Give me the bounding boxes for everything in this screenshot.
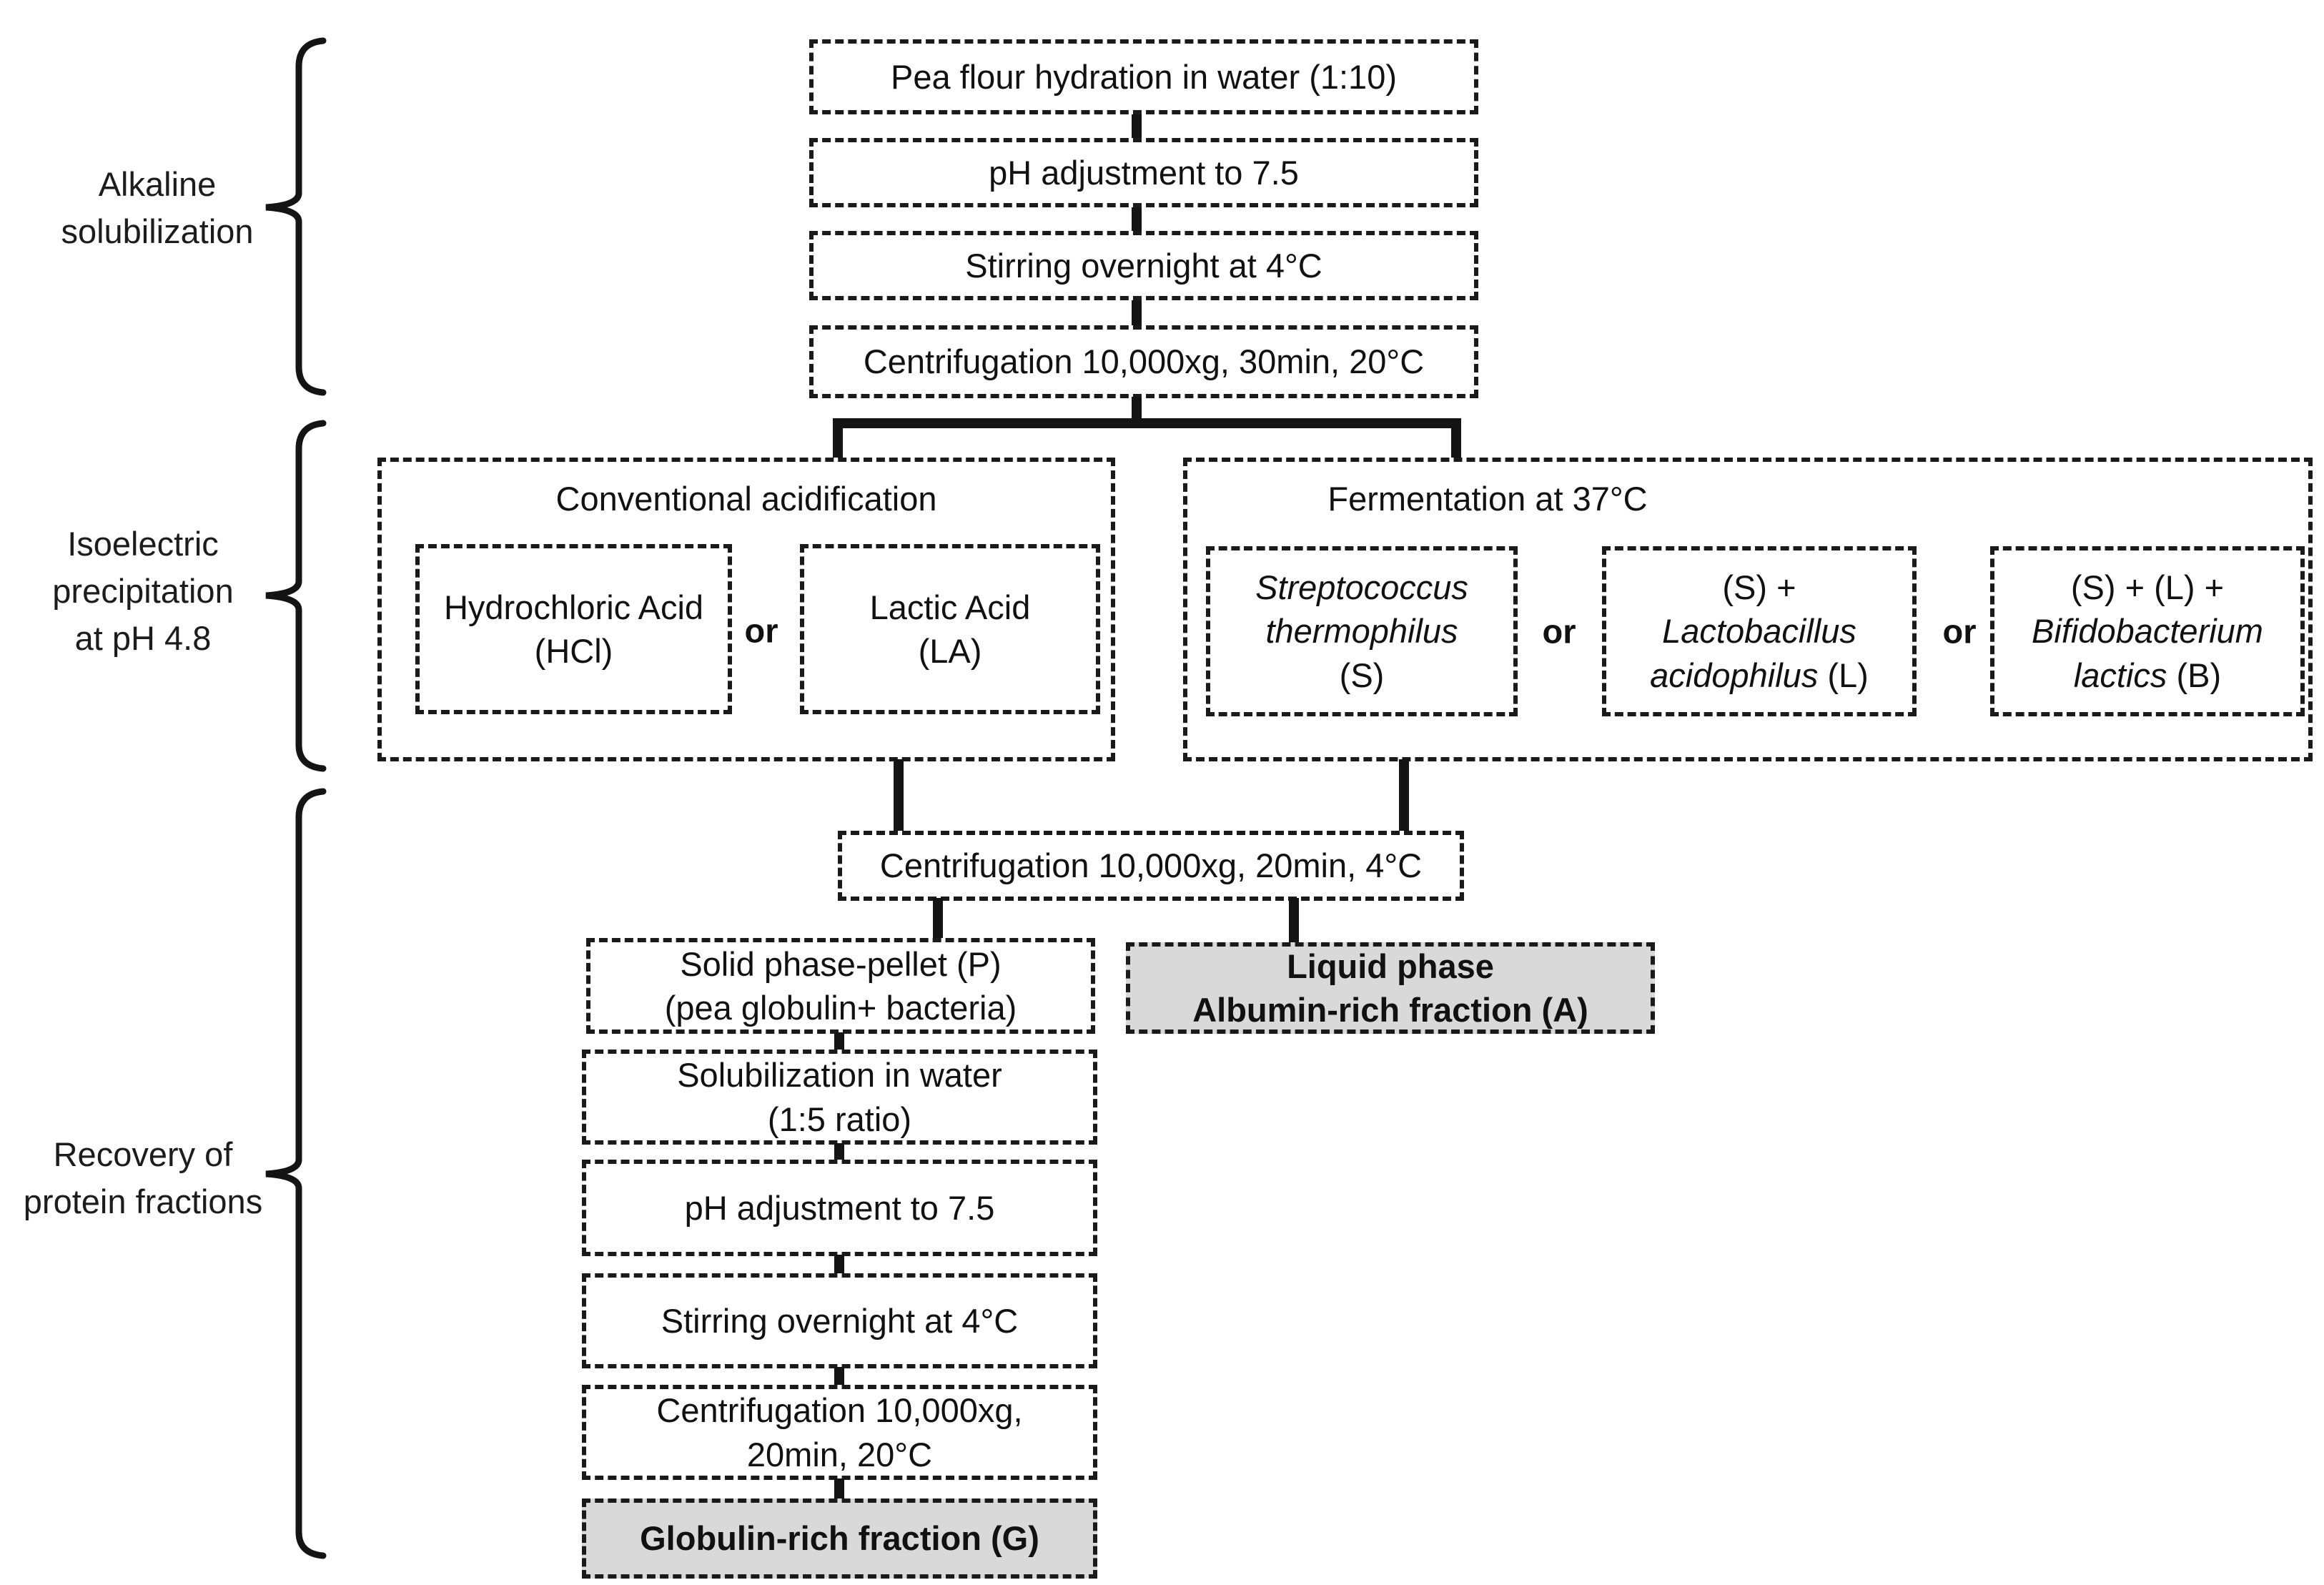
- option-box-lactobacillus: (S) + Lactobacillus acidophilus (L): [1602, 546, 1917, 716]
- group-fermentation: Fermentation at 37°C Streptococcus therm…: [1183, 458, 2313, 761]
- connector-chain-5: [834, 1478, 844, 1500]
- connector-chain-1: [834, 1032, 844, 1051]
- group-title-acidification: Conventional acidification: [555, 480, 937, 518]
- species-code: (L): [1827, 656, 1869, 694]
- stage-label-alkaline-solubilization: Alkaline solubilization: [61, 165, 254, 250]
- connector-chain-2: [834, 1143, 844, 1161]
- species-code: (S): [1339, 656, 1385, 694]
- step-box-centrifugation-2: Centrifugation 10,000xg, 20min, 4°C: [838, 831, 1464, 901]
- species-prefix: (S) + (L) +: [2070, 568, 2225, 607]
- species-name: Streptococcus thermophilus: [1255, 568, 1468, 651]
- connector-left-branch-down: [894, 759, 904, 833]
- stage-label-recovery-fractions: Recovery of protein fractions: [23, 1135, 263, 1220]
- connector-drop-solid: [933, 898, 943, 939]
- connector-right-branch-down: [1399, 759, 1409, 833]
- connector-chain-3: [834, 1255, 844, 1275]
- connector-drop-right: [1451, 425, 1461, 460]
- brace-alkaline-solubilization: [265, 37, 327, 396]
- option-box-bifidobacterium: (S) + (L) + Bifidobacterium lactics (B): [1990, 546, 2305, 716]
- species-prefix: (S) +: [1722, 568, 1796, 607]
- option-box-lactic-acid: Lactic Acid (LA): [800, 544, 1100, 714]
- species-name: Lactobacillus acidophilus: [1650, 612, 1856, 694]
- connector-split-bar: [833, 418, 1461, 428]
- step-box-solubilization: Solubilization in water (1:5 ratio): [582, 1050, 1097, 1145]
- connector-split-stub: [1132, 397, 1142, 421]
- brace-isoelectric-precipitation: [265, 420, 327, 772]
- connector-top-2: [1132, 207, 1142, 232]
- result-box-albumin-fraction: Liquid phase Albumin-rich fraction (A): [1126, 942, 1655, 1034]
- connector-drop-liquid: [1289, 898, 1299, 944]
- or-label-fermentation-1: or: [1542, 612, 1576, 651]
- connector-drop-left: [833, 425, 843, 460]
- option-box-hydrochloric-acid: Hydrochloric Acid (HCl): [415, 544, 732, 714]
- option-box-streptococcus: Streptococcus thermophilus (S): [1206, 546, 1518, 716]
- or-label-acidification: or: [744, 611, 778, 650]
- connector-top-1: [1132, 114, 1142, 139]
- group-conventional-acidification: Conventional acidification Hydrochloric …: [377, 458, 1115, 761]
- species-name: Bifidobacterium lactics: [2032, 612, 2263, 694]
- step-box-stirring-2: Stirring overnight at 4°C: [582, 1273, 1097, 1368]
- species-line: Lactobacillus acidophilus (L): [1650, 609, 1869, 696]
- step-box-ph-adjustment-1: pH adjustment to 7.5: [809, 138, 1478, 207]
- connector-chain-4: [834, 1367, 844, 1386]
- brace-recovery-fractions: [265, 788, 327, 1559]
- stage-label-isoelectric-precipitation: Isoelectric precipitation at pH 4.8: [52, 525, 234, 657]
- step-box-ph-adjustment-2: pH adjustment to 7.5: [582, 1160, 1097, 1256]
- step-box-hydration: Pea flour hydration in water (1:10): [809, 39, 1478, 114]
- species-line: Bifidobacterium lactics (B): [2032, 609, 2263, 696]
- step-box-centrifugation-1: Centrifugation 10,000xg, 30min, 20°C: [809, 325, 1478, 398]
- step-box-stirring-1: Stirring overnight at 4°C: [809, 231, 1478, 300]
- group-title-fermentation: Fermentation at 37°C: [1327, 480, 1648, 518]
- step-box-centrifugation-3: Centrifugation 10,000xg, 20min, 20°C: [582, 1385, 1097, 1480]
- species-code: (B): [2176, 656, 2222, 694]
- result-box-globulin-fraction: Globulin-rich fraction (G): [582, 1498, 1097, 1579]
- connector-top-3: [1132, 300, 1142, 327]
- step-box-solid-phase-pellet: Solid phase-pellet (P) (pea globulin+ ba…: [586, 938, 1095, 1034]
- or-label-fermentation-2: or: [1942, 612, 1977, 651]
